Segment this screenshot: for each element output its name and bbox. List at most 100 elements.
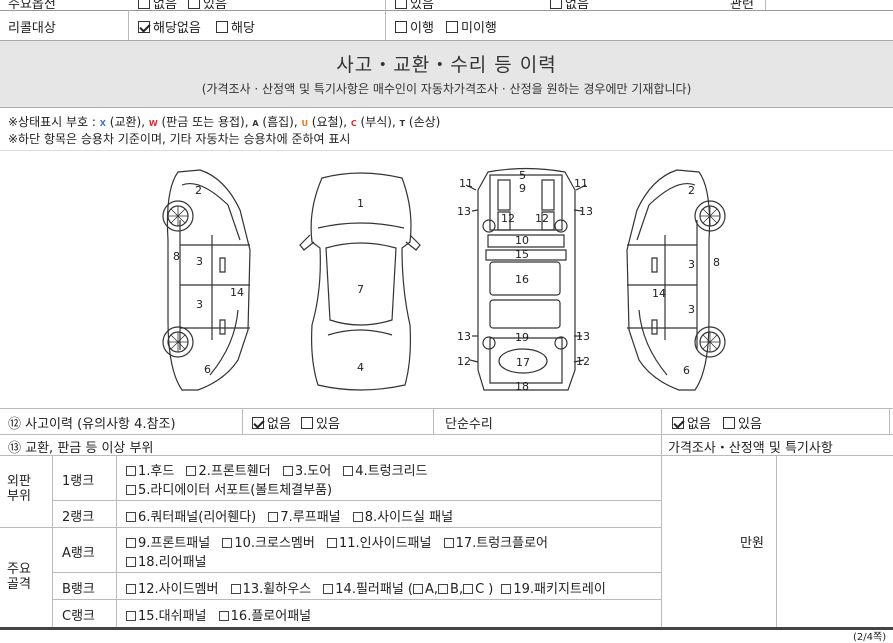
- part-radiator-support[interactable]: 5.라디에이터 서포트(볼트체결부품): [126, 479, 332, 498]
- pillar-c[interactable]: C ): [463, 582, 493, 597]
- top-right-opt-1[interactable]: 있음: [395, 0, 434, 12]
- legend-symbol-code: T: [399, 119, 406, 128]
- status-legend: ※상태표시 부호 : X (교환), W (판금 또는 용접), A (흠집),…: [8, 113, 440, 130]
- page-number: (2/4쪽): [853, 632, 887, 643]
- legend-symbol: X (교환),: [100, 115, 149, 129]
- simple-yes-checkbox[interactable]: [723, 417, 735, 429]
- diagram-label: 17: [516, 356, 530, 369]
- pillar-b[interactable]: B,: [438, 582, 463, 597]
- recall-yes-option[interactable]: 해당: [216, 17, 255, 36]
- part-front-panel[interactable]: 9.프론트패널: [126, 532, 210, 551]
- simple-none-checkbox[interactable]: [672, 417, 684, 429]
- part-trunk-floor[interactable]: 17.트렁크플로어: [443, 532, 548, 551]
- diagram-label: 3: [688, 258, 695, 271]
- simple-yes-option[interactable]: 있음: [723, 413, 762, 432]
- legend-prefix: ※상태표시 부호 :: [8, 115, 96, 129]
- part-hood[interactable]: 1.후드: [126, 460, 174, 479]
- part-side-member[interactable]: 12.사이드멤버: [126, 578, 218, 597]
- part-inside-panel[interactable]: 11.인사이드패널: [326, 532, 431, 551]
- diagram-label: 6: [683, 364, 690, 377]
- recall-notdone-checkbox[interactable]: [446, 21, 458, 33]
- accident-none-checkbox[interactable]: [252, 417, 264, 429]
- part-wheel-house[interactable]: 13.휠하우스: [230, 578, 311, 597]
- part-rear-panel[interactable]: 18.리어패널: [126, 551, 207, 570]
- rank1-items: 1.후드 2.프론트휀더 3.도어 4.트렁크리드: [126, 460, 436, 479]
- legend-symbol-code: X: [99, 119, 106, 128]
- recall-done-option[interactable]: 이행: [395, 17, 434, 36]
- part-side-sill[interactable]: 8.사이드실 패널: [352, 506, 453, 525]
- legend-symbol: W (판금 또는 용접),: [149, 115, 253, 129]
- left-side-car-outline: [167, 170, 250, 390]
- diagram-label: 5: [519, 169, 526, 182]
- outer-panel-group-label: 외판 부위: [7, 474, 31, 504]
- frame-group-label: 주요 골격: [7, 562, 31, 592]
- diagram-label: 2: [195, 184, 202, 197]
- rankA-items-2: 18.리어패널: [126, 551, 215, 570]
- diagram-label: 11: [574, 177, 588, 190]
- part-cross-member[interactable]: 10.크로스멤버: [222, 532, 315, 551]
- rankA-label: A랭크: [62, 546, 95, 561]
- legend-symbol-text: (부식),: [356, 115, 400, 129]
- diagram-label: 1: [357, 197, 364, 210]
- accident-yes-option[interactable]: 있음: [301, 413, 340, 432]
- top-view-car-outline: [300, 173, 420, 390]
- diagram-label: 13: [457, 205, 471, 218]
- parts-header: ⑬ 교환, 판금 등 이상 부위: [8, 441, 154, 456]
- rankA-items: 9.프론트패널 10.크로스멤버 11.인사이드패널 17.트렁크플로어: [126, 532, 556, 551]
- diagram-label: 18: [515, 380, 529, 393]
- rankB-items: 12.사이드멤버 13.휠하우스 14.필러패널 (A,B,C ) 19.패키지트…: [126, 578, 606, 597]
- section-title: 사고・교환・수리 등 이력: [336, 54, 557, 76]
- rank1-label: 1랭크: [62, 474, 95, 489]
- legend-symbol-text: (손상): [405, 115, 441, 129]
- part-trunk-lid[interactable]: 4.트렁크리드: [343, 460, 428, 479]
- diagram-label: 19: [515, 331, 529, 344]
- recall-notdone-option[interactable]: 미이행: [446, 17, 497, 36]
- legend-symbol-code: C: [350, 119, 357, 128]
- recall-label: 리콜대상: [8, 21, 56, 36]
- diagram-label: 12: [457, 355, 471, 368]
- accident-yes-checkbox[interactable]: [301, 417, 313, 429]
- diagram-label: 14: [230, 286, 244, 299]
- diagram-label: 6: [204, 363, 211, 376]
- recall-none-option[interactable]: 해당없음: [138, 17, 201, 36]
- simple-repair-label: 단순수리: [445, 417, 493, 432]
- simple-none-option[interactable]: 없음: [672, 413, 711, 432]
- diagram-label: 10: [515, 234, 529, 247]
- part-front-fender[interactable]: 2.프론트휀더: [186, 460, 271, 479]
- diagram-label: 13: [579, 205, 593, 218]
- diagram-label: 3: [196, 298, 203, 311]
- diagram-label: 3: [688, 303, 695, 316]
- part-door[interactable]: 3.도어: [282, 460, 331, 479]
- top-opt-1[interactable]: 없음: [138, 0, 177, 12]
- diagram-label: 16: [515, 273, 529, 286]
- part-pillar-panel[interactable]: 14.필러패널 (: [323, 582, 413, 597]
- diagram-label: 7: [357, 283, 364, 296]
- rankC-label: C랭크: [62, 609, 95, 624]
- top-right-opt-2[interactable]: 없음: [550, 0, 589, 12]
- recall-none-checkbox[interactable]: [138, 21, 150, 33]
- diagram-label: 12: [576, 355, 590, 368]
- legend-symbol-text: (판금 또는 용접),: [157, 115, 253, 129]
- part-quarter-panel[interactable]: 6.쿼터패널(리어휀다): [126, 506, 256, 525]
- legend-symbols: X (교환), W (판금 또는 용접), A (흠집), U (요철), C …: [100, 115, 441, 129]
- undercarriage-outline: [466, 169, 586, 391]
- top-opt-2[interactable]: 있음: [188, 0, 227, 12]
- accident-none-option[interactable]: 없음: [252, 413, 291, 432]
- legend-symbol-text: (요철),: [307, 115, 351, 129]
- vehicle-diagram: 2 8 3 3 14 6 1 7 4 5 9 11 11 13 13 12 12…: [0, 150, 893, 393]
- diagram-label: 4: [357, 361, 364, 374]
- pillar-a[interactable]: A,: [413, 582, 438, 597]
- accident-history-label: ⑫ 사고이력 (유의사항 4.참조): [8, 417, 176, 432]
- price-notes-header: 가격조사・산정액 및 특기사항: [668, 441, 833, 456]
- recall-yes-checkbox[interactable]: [216, 21, 228, 33]
- part-roof-panel[interactable]: 7.루프패널: [268, 506, 341, 525]
- right-side-car-outline: [627, 170, 710, 390]
- legend-symbol: T (손상): [400, 115, 441, 129]
- legend-symbol: U (요철),: [301, 115, 350, 129]
- recall-done-checkbox[interactable]: [395, 21, 407, 33]
- part-package-tray[interactable]: 19.패키지트레이: [501, 582, 606, 597]
- top-divider: [0, 10, 893, 11]
- part-dash-panel[interactable]: 15.대쉬패널: [126, 605, 207, 624]
- rankB-label: B랭크: [62, 582, 95, 597]
- part-floor-panel[interactable]: 16.플로어패널: [218, 605, 311, 624]
